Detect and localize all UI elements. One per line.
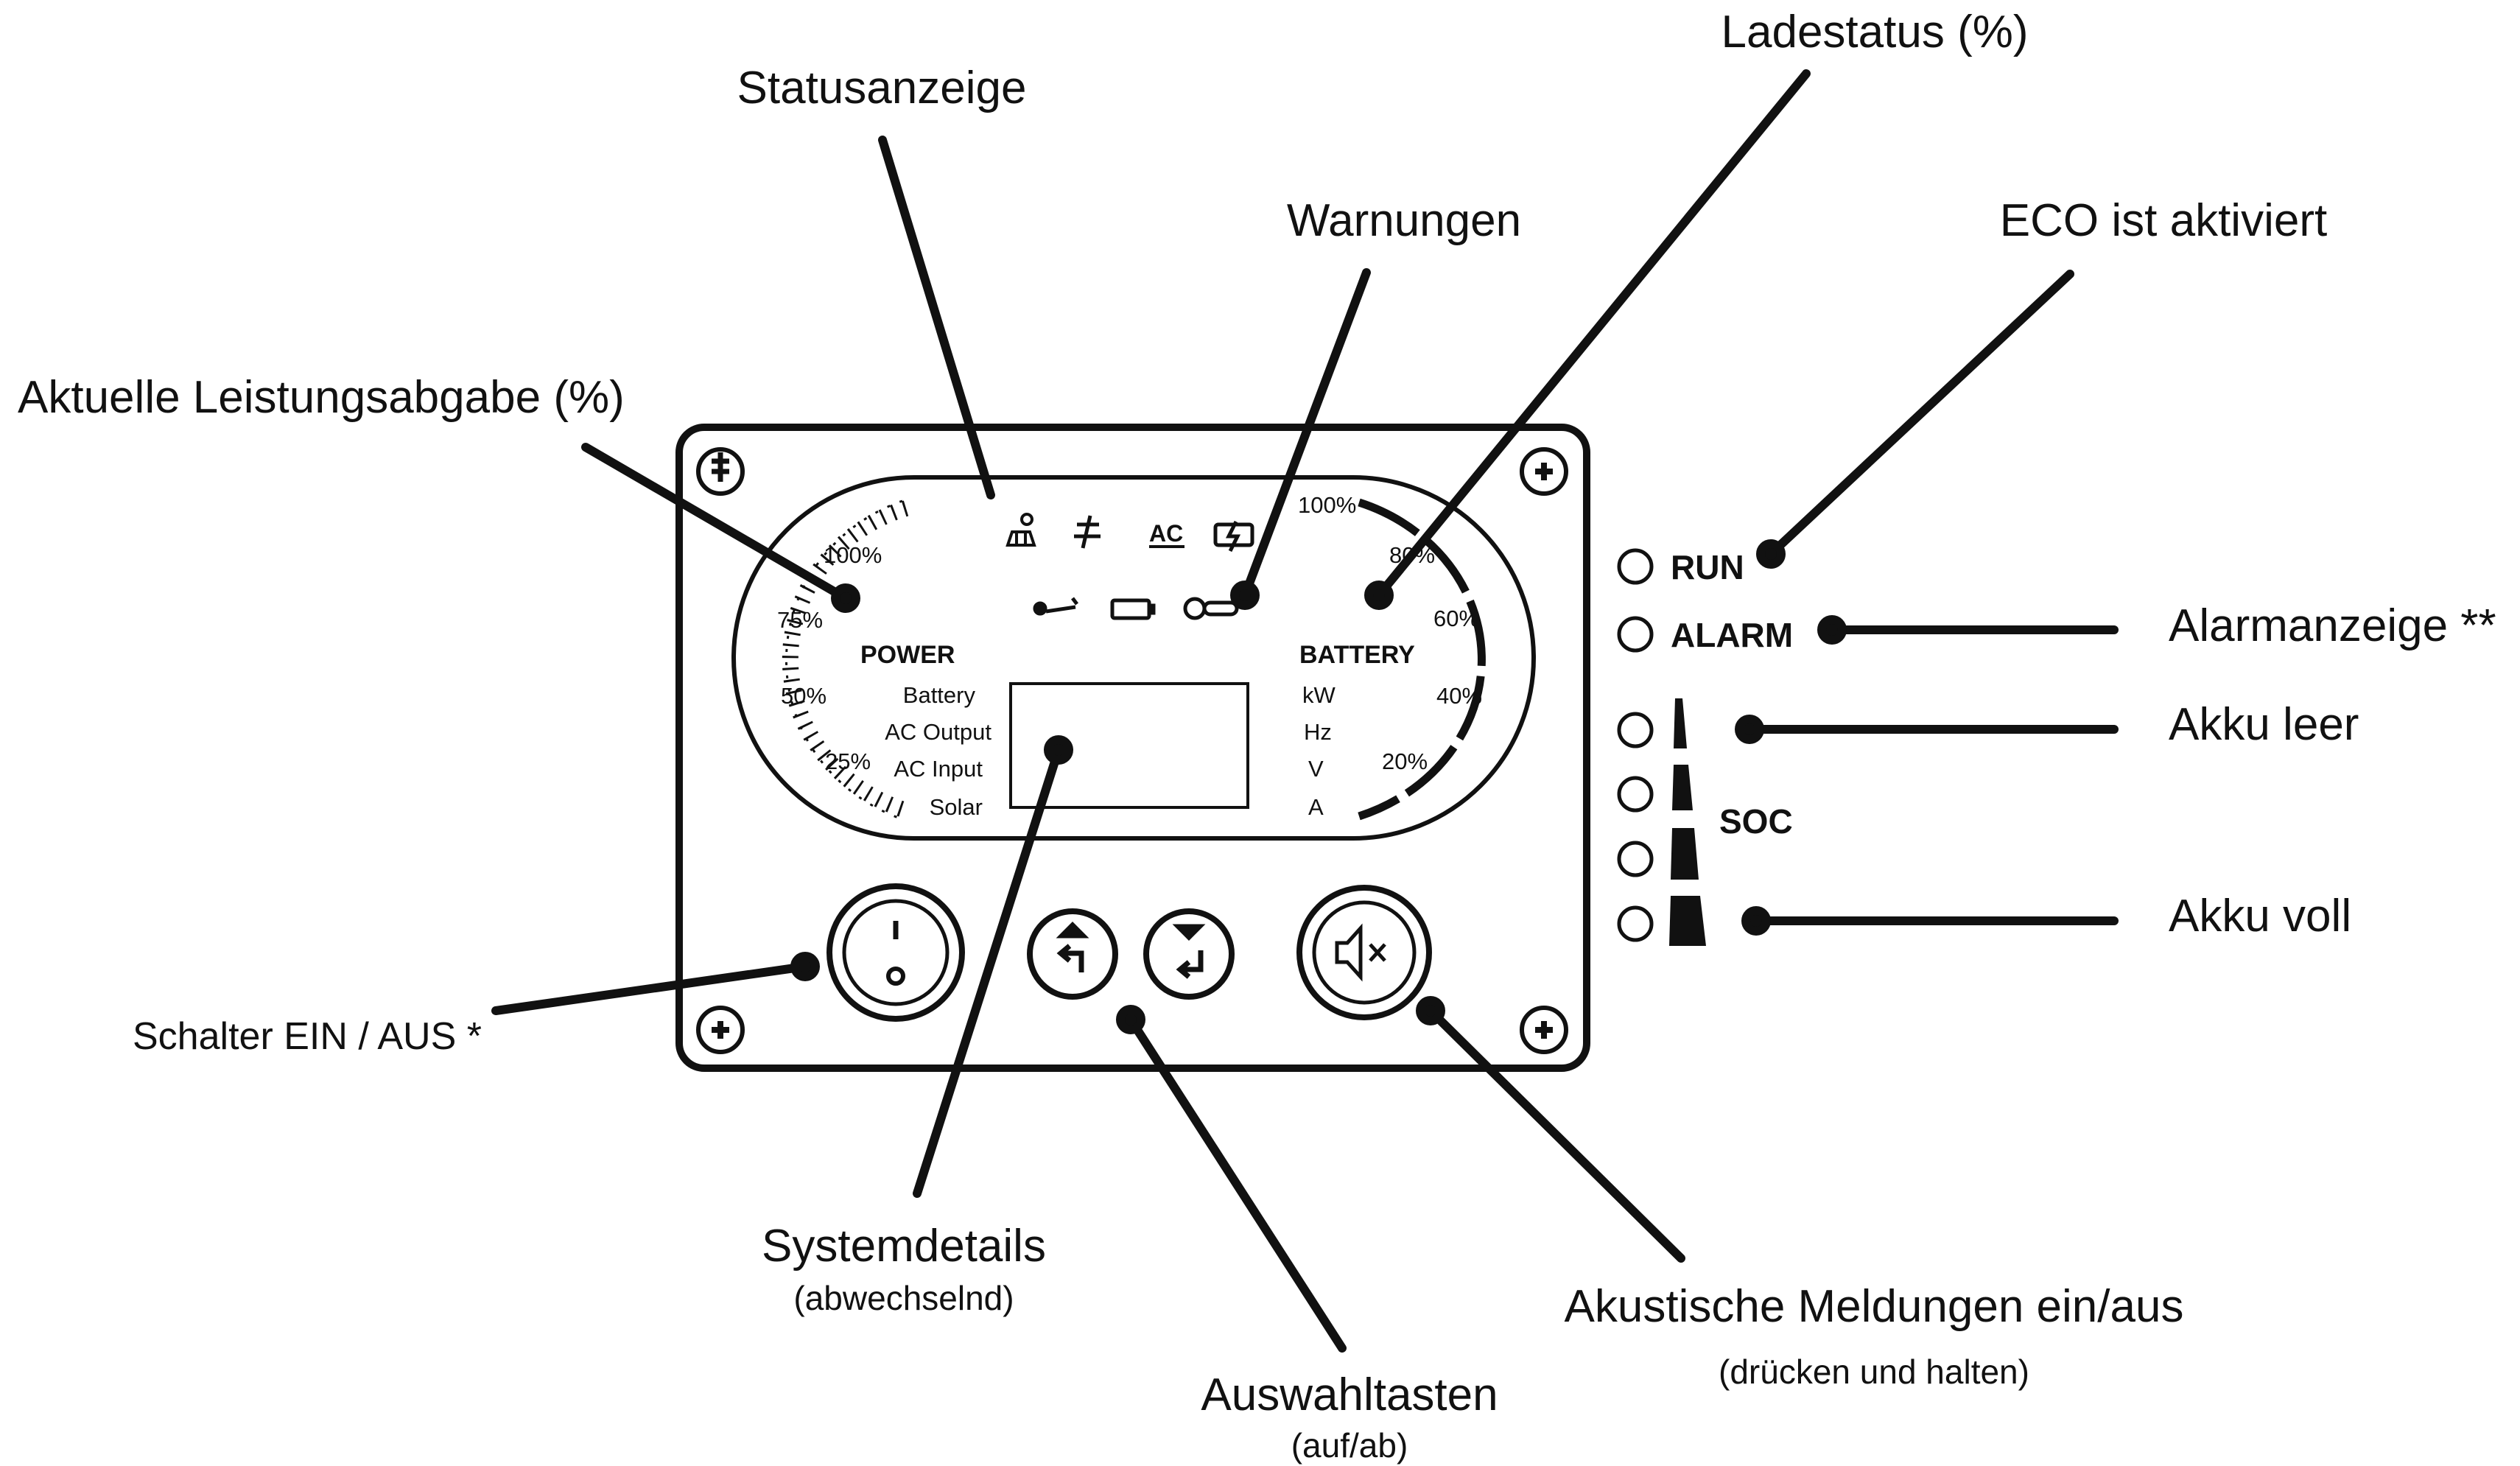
mute-icon bbox=[1335, 923, 1386, 982]
callout-leistung: Aktuelle Leistungsabgabe (%) bbox=[18, 372, 625, 423]
power-switch-button[interactable] bbox=[826, 883, 965, 1022]
unit-kw: kW bbox=[1302, 682, 1336, 708]
led-soc-3 bbox=[1617, 841, 1654, 877]
callout-systemdetails-sub: (abwechselnd) bbox=[793, 1279, 1014, 1317]
solar-icon bbox=[1005, 513, 1036, 547]
screw-icon bbox=[1520, 1006, 1568, 1054]
lcd-display: AC POWER 100% 75% 50% 25% Battery AC Out… bbox=[731, 475, 1536, 841]
callout-systemdetails: Systemdetails bbox=[762, 1221, 1046, 1272]
power-row-battery: Battery bbox=[903, 682, 976, 708]
led-run-label: RUN bbox=[1671, 548, 1744, 586]
callout-auswahltasten: Auswahltasten bbox=[1201, 1369, 1498, 1420]
power-scale-75: 75% bbox=[777, 607, 823, 633]
led-alarm-label: ALARM bbox=[1671, 616, 1793, 654]
battery-scale-40: 40% bbox=[1436, 683, 1482, 709]
callout-warnungen: Warnungen bbox=[1287, 195, 1521, 246]
up-select-button[interactable] bbox=[1027, 908, 1118, 1000]
soc-wedge bbox=[1669, 698, 1706, 946]
callout-alarmanzeige: Alarmanzeige ** bbox=[2169, 600, 2496, 651]
callout-schalter: Schalter EIN / AUS * bbox=[133, 1015, 482, 1058]
soc-label: SOC bbox=[1719, 802, 1793, 841]
unit-v: V bbox=[1308, 756, 1324, 782]
callout-akustisch: Akustische Meldungen ein/aus bbox=[1565, 1281, 2184, 1332]
led-soc-1 bbox=[1617, 712, 1654, 748]
power-scale-100: 100% bbox=[824, 542, 882, 568]
screw-icon bbox=[696, 447, 745, 496]
callout-ladestatus: Ladestatus (%) bbox=[1721, 7, 2029, 57]
led-run bbox=[1617, 548, 1654, 585]
power-row-ac-input: AC Input bbox=[894, 756, 983, 782]
leader-lines bbox=[491, 69, 2119, 1353]
screw-icon bbox=[1520, 447, 1568, 496]
led-soc-4 bbox=[1617, 905, 1654, 942]
down-select-icon bbox=[1172, 924, 1206, 979]
screw-icon bbox=[696, 1006, 745, 1054]
unit-hz: Hz bbox=[1304, 719, 1332, 745]
power-switch-icon bbox=[886, 921, 905, 986]
battery-scale-60: 60% bbox=[1433, 606, 1479, 631]
power-row-solar: Solar bbox=[930, 794, 983, 820]
unit-a: A bbox=[1308, 794, 1324, 820]
battery-gauge-arc bbox=[1358, 498, 1486, 821]
ac-icon-label: AC bbox=[1149, 520, 1183, 547]
down-select-button[interactable] bbox=[1143, 908, 1235, 1000]
battery-charge-icon bbox=[1213, 520, 1254, 553]
callout-akku-voll: Akku voll bbox=[2169, 891, 2351, 941]
led-soc-2 bbox=[1617, 776, 1654, 813]
battery-scale-100: 100% bbox=[1298, 492, 1356, 518]
grid-icon bbox=[1074, 515, 1101, 549]
led-column: RUN ALARM SOC bbox=[1617, 548, 1793, 946]
power-scale-25: 25% bbox=[825, 748, 871, 774]
battery-icon bbox=[1110, 598, 1156, 620]
battery-scale-20: 20% bbox=[1382, 748, 1428, 774]
power-row-ac-output: AC Output bbox=[885, 719, 991, 745]
temperature-icon bbox=[1183, 597, 1239, 620]
up-select-icon bbox=[1056, 922, 1089, 972]
callout-akku-leer: Akku leer bbox=[2169, 699, 2359, 750]
callout-eco: ECO ist aktiviert bbox=[2000, 195, 2327, 246]
callout-akustisch-sub: (drücken und halten) bbox=[1719, 1353, 2029, 1391]
wrench-icon bbox=[1033, 597, 1078, 616]
battery-title: BATTERY bbox=[1299, 641, 1415, 669]
power-scale-50: 50% bbox=[781, 683, 826, 709]
callout-auswahltasten-sub: (auf/ab) bbox=[1291, 1426, 1408, 1465]
power-title: POWER bbox=[860, 641, 955, 669]
led-alarm bbox=[1617, 616, 1654, 653]
mute-button[interactable] bbox=[1296, 885, 1432, 1020]
callout-statusanzeige: Statusanzeige bbox=[737, 63, 1027, 113]
